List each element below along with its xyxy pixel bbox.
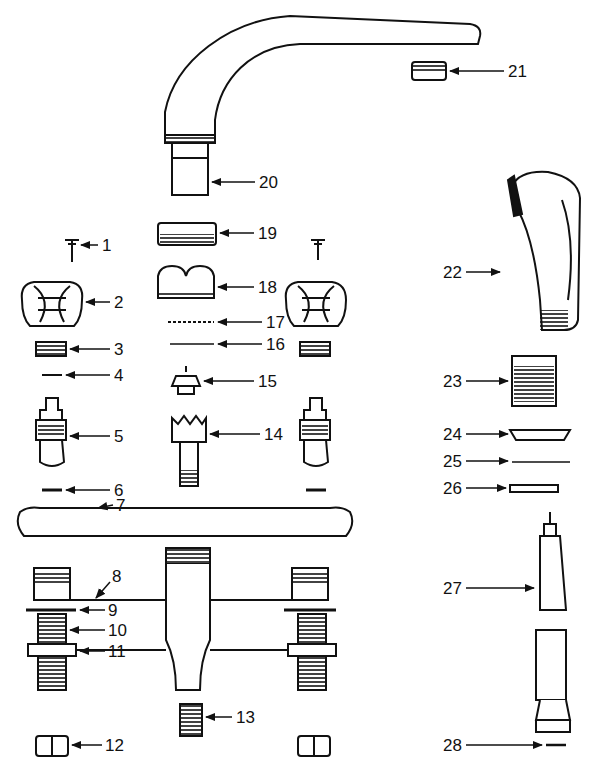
- callout-number: 25: [443, 453, 462, 470]
- callout-number: 27: [443, 580, 462, 597]
- callout-number: 7: [116, 497, 125, 514]
- callout-number: 21: [508, 63, 527, 80]
- callout-number: 22: [443, 264, 462, 281]
- callout-number: 17: [266, 314, 285, 331]
- callout-number: 9: [108, 602, 117, 619]
- callout-number: 28: [443, 737, 462, 754]
- callout-number: 1: [102, 237, 111, 254]
- callout-number: 14: [264, 426, 283, 443]
- callout-number: 19: [258, 225, 277, 242]
- callout-number: 15: [258, 373, 277, 390]
- callout-number: 4: [114, 367, 123, 384]
- callout-number: 12: [105, 737, 124, 754]
- callout-number: 13: [236, 709, 255, 726]
- callout-number: 23: [443, 373, 462, 390]
- callout-number: 16: [266, 336, 285, 353]
- callout-number: 8: [112, 568, 121, 585]
- callout-number: 5: [114, 428, 123, 445]
- callout-number: 3: [114, 341, 123, 358]
- callout-number: 24: [443, 426, 462, 443]
- callout-number: 26: [443, 480, 462, 497]
- callout-number: 10: [108, 622, 127, 639]
- callout-number: 20: [259, 174, 278, 191]
- leader-lines: [66, 71, 542, 745]
- callout-number: 2: [114, 294, 123, 311]
- callout-number: 11: [108, 643, 126, 660]
- callout-number: 18: [258, 279, 277, 296]
